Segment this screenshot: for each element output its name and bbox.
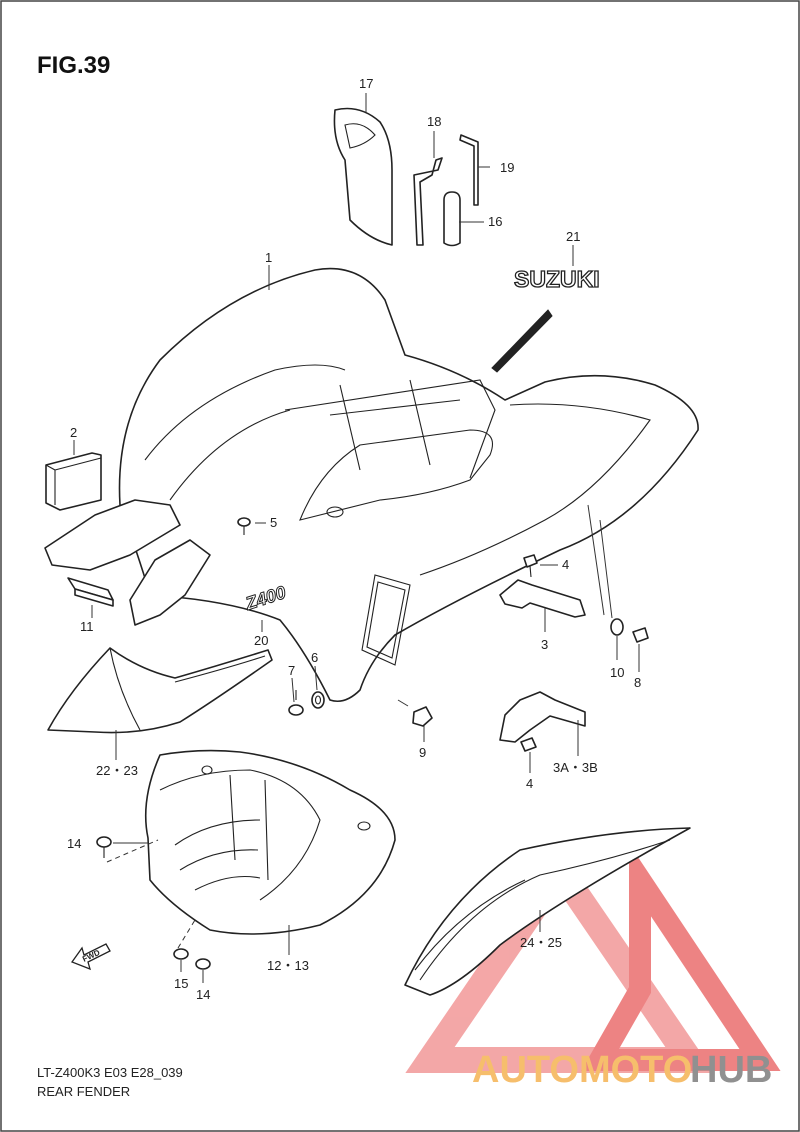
watermark-text-hub: HUB <box>690 1049 772 1091</box>
callout-14-bottom: 14 <box>196 987 210 1002</box>
footer-section-name: REAR FENDER <box>37 1084 130 1099</box>
callout-7: 7 <box>288 663 295 678</box>
callout-6: 6 <box>311 650 318 665</box>
leader-3-to-fender <box>587 504 613 619</box>
suzuki-emblem-text: SUZUKI <box>514 266 600 292</box>
watermark-triangle-outer <box>405 846 715 1073</box>
part-side-bracket-left <box>44 499 181 571</box>
callout-3: 3 <box>541 637 548 652</box>
callout-14-left: 14 <box>67 836 81 851</box>
callout-18: 18 <box>427 114 441 129</box>
part-18-hook-tool <box>413 157 443 246</box>
callout-20: 20 <box>254 633 268 648</box>
part-5-screw <box>237 517 251 535</box>
part-2-pad <box>45 452 102 511</box>
callout-24-25: 24・25 <box>520 935 562 950</box>
fwd-arrow-icon <box>70 943 111 971</box>
part-7-screw <box>288 690 304 716</box>
callout-1: 1 <box>265 250 272 265</box>
part-19-hex-key <box>459 134 479 206</box>
part-14-screw-left <box>96 836 112 858</box>
callout-21: 21 <box>566 229 580 244</box>
leader-14-left-dashed <box>106 839 159 863</box>
part-10-washer <box>610 618 624 636</box>
callout-17: 17 <box>359 76 373 91</box>
callout-4-bottom: 4 <box>526 776 533 791</box>
callout-11: 11 <box>80 619 94 634</box>
part-4-bolt-top <box>523 554 538 578</box>
part-4-bolt-bottom <box>520 737 537 752</box>
callout-22-23: 22・23 <box>96 763 138 778</box>
callout-5: 5 <box>270 515 277 530</box>
part-11-cushion <box>67 577 114 607</box>
part-17-guard <box>333 107 393 246</box>
callout-15: 15 <box>174 976 188 991</box>
watermark-text-automoto: AUTOMOTO <box>472 1049 692 1091</box>
part-24-25-decal <box>404 827 691 996</box>
callout-2: 2 <box>70 425 77 440</box>
callout-leader-lines <box>73 93 640 983</box>
part-3a-3b-bracket <box>499 691 586 743</box>
callout-9: 9 <box>419 745 426 760</box>
callout-4-top: 4 <box>562 557 569 572</box>
part-12-13-inner-fender <box>144 749 396 935</box>
footer-model-code: LT-Z400K3 E03 E28_039 <box>37 1065 183 1080</box>
part-3-bracket <box>499 579 586 618</box>
part-14-screw-bottom <box>195 958 211 970</box>
callout-3a-3b: 3A・3B <box>553 760 598 775</box>
part-21-suzuki-emblem: SUZUKI <box>513 265 600 292</box>
leader-15-dashed <box>177 919 196 949</box>
fwd-direction-arrow: FWD <box>70 943 111 971</box>
callout-labels: 17 18 19 16 21 1 2 5 11 20 6 7 22・23 4 3… <box>67 76 641 1002</box>
callout-8: 8 <box>634 675 641 690</box>
part-15-washer <box>173 948 189 960</box>
part-9-nut <box>412 706 433 727</box>
emblem-placement-arrow <box>491 309 553 373</box>
callout-16: 16 <box>488 214 502 229</box>
callout-12-13: 12・13 <box>267 958 309 973</box>
fwd-label: FWD <box>81 948 102 964</box>
watermark-logo: AUTOMOTO HUB <box>405 843 781 1091</box>
part-6-grommet <box>311 691 325 709</box>
callout-10: 10 <box>610 665 624 680</box>
figure-title: FIG.39 <box>37 52 110 79</box>
part-8-bolt <box>632 627 649 643</box>
leader-9-fender <box>397 699 409 707</box>
watermark-triangle-inner <box>581 843 781 1071</box>
part-22-23-side-cover <box>47 647 273 734</box>
callout-19: 19 <box>500 160 514 175</box>
part-16-plug-wrench <box>443 191 461 247</box>
part-1-rear-fender <box>118 267 699 703</box>
